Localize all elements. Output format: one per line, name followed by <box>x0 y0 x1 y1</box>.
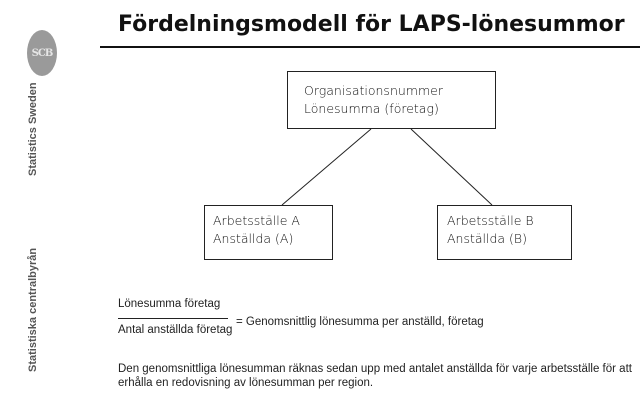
workplace-b-line1: Arbetsställe B <box>447 213 534 228</box>
connector-left <box>281 128 372 206</box>
workplace-a-line1: Arbetsställe A <box>213 213 300 228</box>
workplace-a-line2: Anställda (A) <box>213 231 294 246</box>
connector-right <box>410 128 493 206</box>
formula-numerator: Lönesumma företag <box>118 298 221 310</box>
sidebar: SCB Statistics Sweden Statistiska centra… <box>0 0 98 404</box>
scb-logo: SCB <box>27 30 57 76</box>
workplace-a-box: Arbetsställe A Anställda (A) <box>204 205 333 260</box>
explanation-paragraph: Den genomsnittliga lönesumman räknas sed… <box>118 363 632 389</box>
title-underline <box>100 46 640 48</box>
workplace-b-box: Arbetsställe B Anställda (B) <box>437 205 572 260</box>
organisation-box: Organisationsnummer Lönesumma (företag) <box>287 71 496 129</box>
organisation-box-line1: Organisationsnummer <box>304 83 443 98</box>
formula-result: = Genomsnittlig lönesumma per anställd, … <box>236 316 484 328</box>
page-title: Fördelningsmodell för LAPS-lönesummor <box>118 12 625 37</box>
organisation-box-line2: Lönesumma (företag) <box>304 101 439 116</box>
formula-denominator: Antal anställda företag <box>118 324 233 336</box>
fraction-line <box>118 318 228 319</box>
workplace-b-line2: Anställda (B) <box>447 231 527 246</box>
